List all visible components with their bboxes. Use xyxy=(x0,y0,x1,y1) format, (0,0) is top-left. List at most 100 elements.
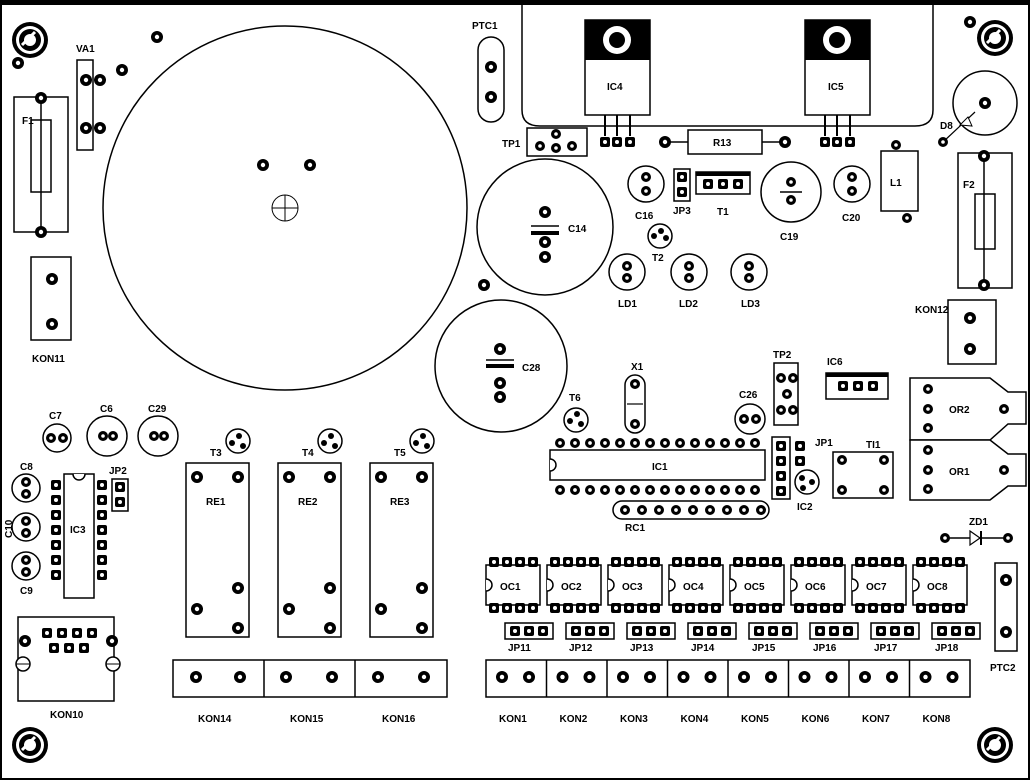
label-kon1: KON1 xyxy=(499,714,527,725)
label-kon10: KON10 xyxy=(50,710,84,721)
jumper-jp1: JP1 xyxy=(771,436,833,500)
thermistor-ptc2: PTC2 xyxy=(990,562,1018,674)
transformer-ti1: TI1 xyxy=(832,440,894,499)
label-jp12: JP12 xyxy=(569,643,593,654)
label-oc7: OC7 xyxy=(866,582,887,593)
label-d8: D8 xyxy=(940,121,953,132)
connector-kon8: KON8 xyxy=(919,671,959,725)
capacitor-c10: C10 xyxy=(4,512,41,542)
mounting-hole-br xyxy=(975,725,1015,765)
label-c9: C9 xyxy=(20,586,33,597)
label-t4: T4 xyxy=(302,448,314,459)
label-oc2: OC2 xyxy=(561,582,582,593)
connector-kon5: KON5 xyxy=(738,671,777,725)
label-t1: T1 xyxy=(717,207,729,218)
label-oc1: OC1 xyxy=(500,582,521,593)
label-kon8: KON8 xyxy=(923,714,951,725)
label-l1: L1 xyxy=(890,178,902,189)
label-c10: C10 xyxy=(4,519,15,538)
optocoupler-oc6: OC6 xyxy=(790,557,846,613)
transformer-outline xyxy=(102,25,468,391)
label-va1: VA1 xyxy=(76,44,95,55)
regulator-ic6: IC6 xyxy=(825,357,889,400)
ic-ic3: IC3 xyxy=(51,473,107,599)
optocoupler-oc5: OC5 xyxy=(729,557,785,613)
label-oc4: OC4 xyxy=(683,582,704,593)
label-c8: C8 xyxy=(20,462,33,473)
connector-kon4: KON4 xyxy=(677,671,717,725)
jumper-jp16: JP16 xyxy=(809,622,859,654)
label-kon2: KON2 xyxy=(560,714,588,725)
label-jp18: JP18 xyxy=(935,643,959,654)
label-c26: C26 xyxy=(739,390,758,401)
label-f2: F2 xyxy=(963,180,975,191)
resistor-r13: R13 xyxy=(659,129,791,155)
optocoupler-oc8: OC8 xyxy=(912,557,968,613)
label-or1: OR1 xyxy=(949,467,970,478)
connector-kon6: KON6 xyxy=(798,671,838,725)
label-c28: C28 xyxy=(522,363,541,374)
connector-kon10: KON10 xyxy=(15,616,121,721)
label-t2: T2 xyxy=(652,253,664,264)
transistor-t3: T3 xyxy=(210,428,251,459)
label-c6: C6 xyxy=(100,404,113,415)
jumper-jp3: JP3 xyxy=(673,168,691,217)
label-kon6: KON6 xyxy=(802,714,830,725)
label-jp3: JP3 xyxy=(673,206,691,217)
jumper-jp18: JP18 xyxy=(931,622,981,654)
label-kon5: KON5 xyxy=(741,714,769,725)
led-ld1: LD1 xyxy=(608,253,646,310)
label-f1: F1 xyxy=(22,116,34,127)
jumper-jp2: JP2 xyxy=(109,466,129,512)
label-jp14: JP14 xyxy=(691,643,715,654)
capacitor-c9: C9 xyxy=(11,551,41,597)
optocoupler-or1: OR1 xyxy=(909,439,1027,501)
capacitor-c20: C20 xyxy=(833,165,871,224)
label-kon15: KON15 xyxy=(290,714,324,725)
label-c29: C29 xyxy=(148,404,167,415)
zener-zd1: ZD1 xyxy=(940,517,1013,547)
capacitor-c16: C16 xyxy=(627,165,665,222)
capacitor-c7: C7 xyxy=(42,411,72,453)
label-kon12: KON12 xyxy=(915,305,949,316)
label-t3: T3 xyxy=(210,448,222,459)
jumper-jp11: JP11 xyxy=(504,622,554,654)
jumper-jp15: JP15 xyxy=(748,622,798,654)
label-jp16: JP16 xyxy=(813,643,837,654)
label-kon7: KON7 xyxy=(862,714,890,725)
label-kon14: KON14 xyxy=(198,714,232,725)
terminal-block-kon14-16: KON14 KON15 KON16 xyxy=(172,659,448,725)
jumper-jp12: JP12 xyxy=(565,622,615,654)
capacitor-c6: C6 xyxy=(86,404,128,457)
label-oc3: OC3 xyxy=(622,582,643,593)
label-jp17: JP17 xyxy=(874,643,898,654)
relay-re1: RE1 xyxy=(185,462,250,638)
transistor-t6: T6 xyxy=(563,393,589,433)
jumper-jp13: JP13 xyxy=(626,622,676,654)
label-tp2: TP2 xyxy=(773,350,792,361)
connector-kon12: KON12 xyxy=(915,299,997,365)
fuse-f2: F2 xyxy=(957,150,1013,291)
label-c14: C14 xyxy=(568,224,587,235)
jumper-jp17: JP17 xyxy=(870,622,920,654)
mounting-hole-tl xyxy=(10,20,50,60)
crystal-x1: X1 xyxy=(624,362,646,434)
transistor-t5: T5 xyxy=(394,428,435,459)
label-x1: X1 xyxy=(631,362,644,373)
connector-kon3: KON3 xyxy=(617,671,656,725)
led-ld3: LD3 xyxy=(730,253,768,310)
optocoupler-oc3: OC3 xyxy=(607,557,663,613)
label-ld1: LD1 xyxy=(618,299,637,310)
label-kon16: KON16 xyxy=(382,714,416,725)
label-jp11: JP11 xyxy=(508,643,531,654)
label-ic5: IC5 xyxy=(828,82,844,93)
optocoupler-oc4: OC4 xyxy=(668,557,724,613)
label-kon3: KON3 xyxy=(620,714,648,725)
label-oc8: OC8 xyxy=(927,582,948,593)
relay-re3: RE3 xyxy=(369,462,434,638)
label-t6: T6 xyxy=(569,393,581,404)
label-tp1: TP1 xyxy=(502,139,521,150)
